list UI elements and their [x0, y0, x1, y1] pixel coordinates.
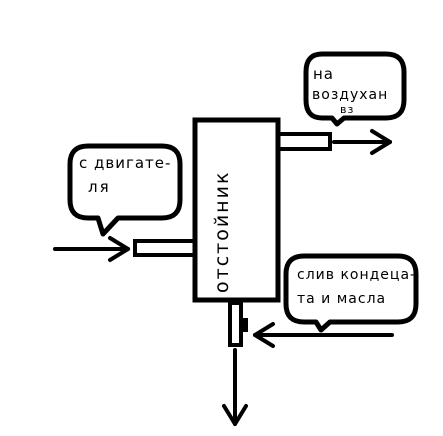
- callout-inlet: с двигате- ля: [67, 143, 183, 237]
- outlet-arrow: [332, 129, 392, 155]
- callout-inlet-line1: с двигате-: [79, 154, 171, 172]
- drain-valve: [228, 301, 248, 347]
- callout-inlet-line2: ля: [88, 178, 111, 196]
- drain-feed-arrow: [253, 322, 394, 348]
- drain-arrow: [222, 348, 248, 426]
- inlet-arrow: [53, 236, 130, 262]
- callout-drain-line1: слив кондеца-: [297, 267, 416, 283]
- callout-outlet: на воздухан вз: [303, 51, 407, 127]
- callout-outlet-line1: на: [313, 65, 334, 83]
- callout-drain: слив кондеца- та и масла: [283, 253, 419, 333]
- tank-label: отстойник: [211, 171, 233, 293]
- callout-drain-line2: та и масла: [297, 291, 386, 307]
- settling-tank: [192, 117, 281, 303]
- outlet-pipe: [276, 132, 332, 151]
- callout-outlet-line3: вз: [340, 103, 354, 116]
- callout-outlet-line2: воздухан: [312, 87, 388, 103]
- inlet-pipe: [133, 239, 197, 257]
